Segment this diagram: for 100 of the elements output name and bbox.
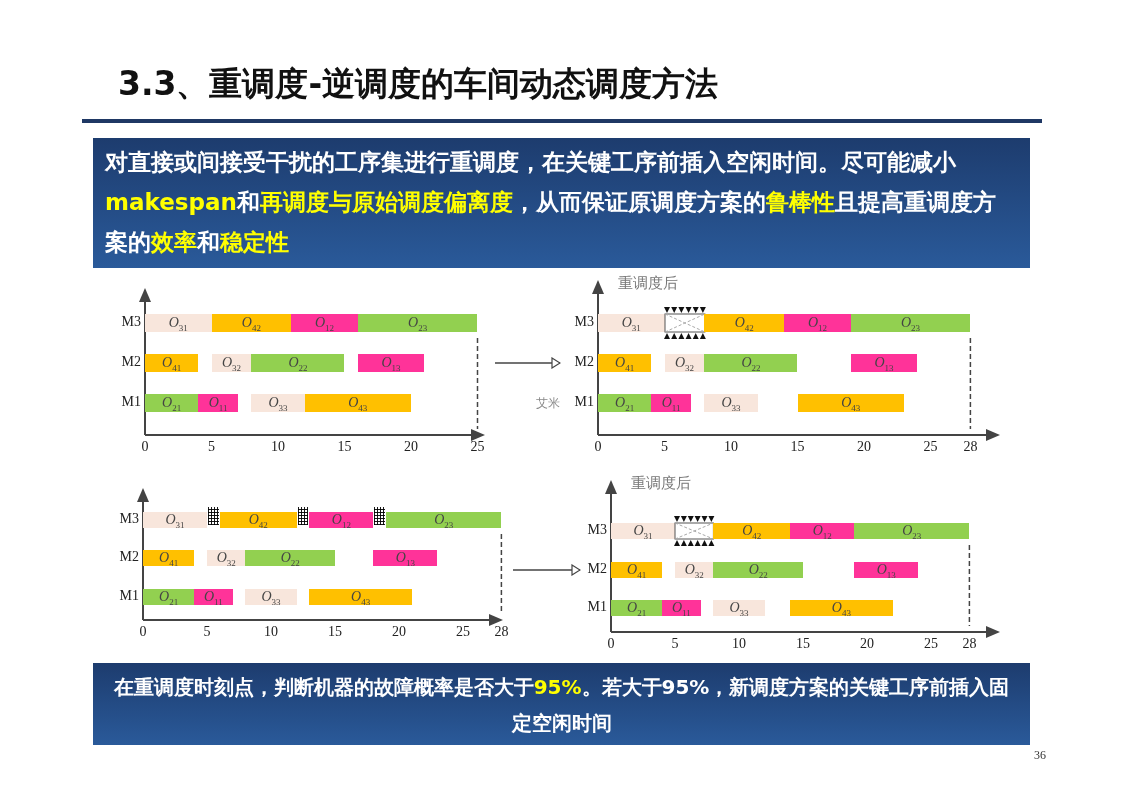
machine-label: M2 (118, 549, 139, 565)
idle-slot-drawing (673, 515, 716, 547)
task-bar: O$_{32}$ (207, 550, 246, 566)
task-bar: O$_{13}$ (373, 550, 438, 566)
tick-label: 5 (202, 624, 212, 640)
tick-label: 15 (789, 439, 806, 455)
task-bar: O$_{31}$ (145, 314, 212, 332)
tick-label: 25 (455, 624, 471, 640)
tick-label: 10 (731, 636, 747, 652)
task-bar: O$_{22}$ (704, 354, 798, 372)
tick-label: 15 (795, 636, 811, 652)
task-bar: O$_{11}$ (662, 600, 701, 616)
machine-label: M3 (120, 314, 141, 330)
task-bar: O$_{42}$ (713, 523, 791, 539)
tick-label: 20 (391, 624, 407, 640)
task-bar: O$_{13}$ (850, 354, 918, 372)
task-bar: O$_{23}$ (854, 523, 970, 539)
idle-slot-drawing (662, 306, 707, 340)
machine-label: M2 (120, 354, 141, 370)
task-bar: O$_{32}$ (664, 354, 705, 372)
tick-label: 20 (856, 439, 872, 455)
tick-label: 0 (140, 439, 150, 455)
slide-title: 3.3、重调度-逆调度的车间动态调度方法 (118, 63, 719, 105)
task-bar: O$_{21}$ (145, 394, 199, 412)
machine-label: M3 (573, 314, 594, 330)
task-bar: O$_{41}$ (143, 550, 195, 566)
task-bar: O$_{33}$ (245, 589, 297, 605)
task-bar: O$_{41}$ (598, 354, 652, 372)
tick-label: 25 (469, 439, 486, 455)
task-bar: O$_{32}$ (211, 354, 252, 372)
machine-label: M3 (586, 522, 607, 538)
task-bar: O$_{41}$ (145, 354, 199, 372)
tick-label: 28 (493, 624, 510, 640)
arrow (494, 357, 561, 369)
task-bar: O$_{33}$ (704, 394, 758, 412)
tick-label: 25 (922, 439, 939, 455)
tick-label: 15 (327, 624, 343, 640)
tick-label: 5 (207, 439, 216, 455)
task-bar: O$_{42}$ (704, 314, 785, 332)
task-bar: O$_{21}$ (143, 589, 195, 605)
machine-label: M3 (118, 511, 139, 527)
task-bar: O$_{13}$ (357, 354, 425, 372)
task-bar: O$_{43}$ (797, 394, 904, 412)
text-banner: 对直接或间接受干扰的工序集进行重调度，在关键工序前插入空闲时间。尽可能减小makespan和再调度与原始调度偏离度，从而保证原调度方案的鲁棒性且提高重调度方案的效率和稳定性 (93, 138, 1030, 268)
task-bar: O$_{43}$ (790, 600, 893, 616)
task-bar: O$_{22}$ (713, 562, 803, 578)
tick-label: 20 (403, 439, 419, 455)
task-bar: O$_{12}$ (784, 314, 851, 332)
tick-label: 10 (270, 439, 286, 455)
task-bar: O$_{43}$ (309, 589, 412, 605)
machine-label: M2 (573, 354, 594, 370)
task-bar: O$_{41}$ (611, 562, 663, 578)
machine-label: M1 (586, 599, 607, 615)
machine-label: M1 (118, 588, 139, 604)
chart-title: 重调度后 (631, 474, 691, 493)
tick-label: 0 (606, 636, 616, 652)
chart-title: 重调度后 (618, 274, 678, 293)
task-bar: O$_{11}$ (198, 394, 239, 412)
machine-label: M1 (120, 394, 141, 410)
task-bar: O$_{42}$ (219, 512, 297, 528)
task-bar: O$_{12}$ (309, 512, 374, 528)
tick-label: 10 (723, 439, 739, 455)
tick-label: 0 (593, 439, 603, 455)
task-bar: O$_{32}$ (675, 562, 714, 578)
tick-label: 25 (923, 636, 939, 652)
task-bar: O$_{42}$ (211, 314, 292, 332)
task-bar: O$_{22}$ (251, 354, 345, 372)
tick-label: 10 (263, 624, 279, 640)
task-bar: O$_{23}$ (357, 314, 478, 332)
task-bar: O$_{12}$ (790, 523, 855, 539)
grid-slot (374, 507, 386, 525)
task-bar: O$_{31}$ (598, 314, 665, 332)
task-bar: O$_{22}$ (245, 550, 335, 566)
task-bar: O$_{33}$ (251, 394, 305, 412)
machine-label: M1 (573, 394, 594, 410)
machine-label: M2 (586, 561, 607, 577)
task-bar: O$_{43}$ (304, 394, 411, 412)
arrow (512, 564, 581, 576)
text-banner: 在重调度时刻点，判断机器的故障概率是否大于95%。若大于95%，新调度方案的关键工序前插入固定空闲时间 (93, 663, 1030, 745)
task-bar: O$_{11}$ (194, 589, 233, 605)
task-bar: O$_{23}$ (386, 512, 502, 528)
tick-label: 28 (962, 439, 979, 455)
task-bar: O$_{21}$ (611, 600, 663, 616)
grid-slot (297, 507, 309, 525)
tick-label: 0 (138, 624, 148, 640)
tick-label: 5 (660, 439, 669, 455)
note-text: 艾米 (536, 395, 560, 412)
task-bar: O$_{23}$ (850, 314, 971, 332)
task-bar: O$_{12}$ (291, 314, 358, 332)
task-bar: O$_{11}$ (651, 394, 692, 412)
task-bar: O$_{33}$ (713, 600, 765, 616)
tick-label: 15 (336, 439, 353, 455)
tick-label: 5 (670, 636, 680, 652)
tick-label: 20 (859, 636, 875, 652)
task-bar: O$_{31}$ (611, 523, 675, 539)
grid-slot (208, 507, 219, 525)
task-bar: O$_{31}$ (143, 512, 207, 528)
task-bar: O$_{21}$ (598, 394, 652, 412)
task-bar: O$_{13}$ (854, 562, 919, 578)
tick-label: 28 (961, 636, 978, 652)
